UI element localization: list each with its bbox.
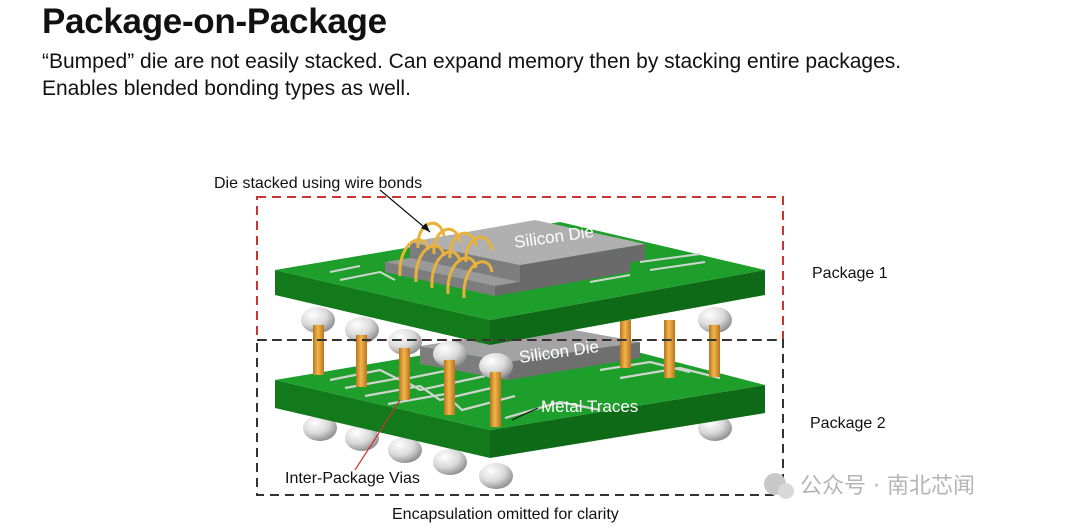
vias-leader — [354, 399, 401, 471]
metal-traces-leader — [511, 407, 539, 421]
subtitle-line-1: “Bumped” die are not easily stacked. Can… — [42, 50, 902, 73]
package1-traces — [329, 253, 706, 283]
interposer-solder-balls — [301, 307, 732, 379]
watermark-text: 公众号 · 南北芯闻 — [800, 474, 975, 499]
package2-label: Package 2 — [810, 415, 886, 432]
package2-substrate — [275, 332, 765, 458]
wire-bonds-label: Die stacked using wire bonds — [214, 175, 422, 192]
metal-traces-label: Metal Traces — [541, 397, 638, 416]
subtitle-line-2: Enables blended bonding types as well. — [42, 77, 411, 100]
wire-bonds-leader — [379, 189, 431, 233]
bottom-solder-balls — [303, 415, 732, 489]
package1-label: Package 1 — [812, 265, 888, 282]
wire-bonds — [398, 221, 494, 299]
inter-package-vias — [313, 320, 720, 427]
caption: Encapsulation omitted for clarity — [392, 506, 619, 523]
top-silicon-die-stack: Silicon Die — [385, 220, 645, 296]
watermark: 公众号 · 南北芯闻 — [764, 473, 975, 499]
inter-package-vias-label: Inter-Package Vias — [285, 470, 420, 487]
package2-outline — [256, 339, 784, 496]
page-title: Package-on-Package — [42, 2, 387, 41]
